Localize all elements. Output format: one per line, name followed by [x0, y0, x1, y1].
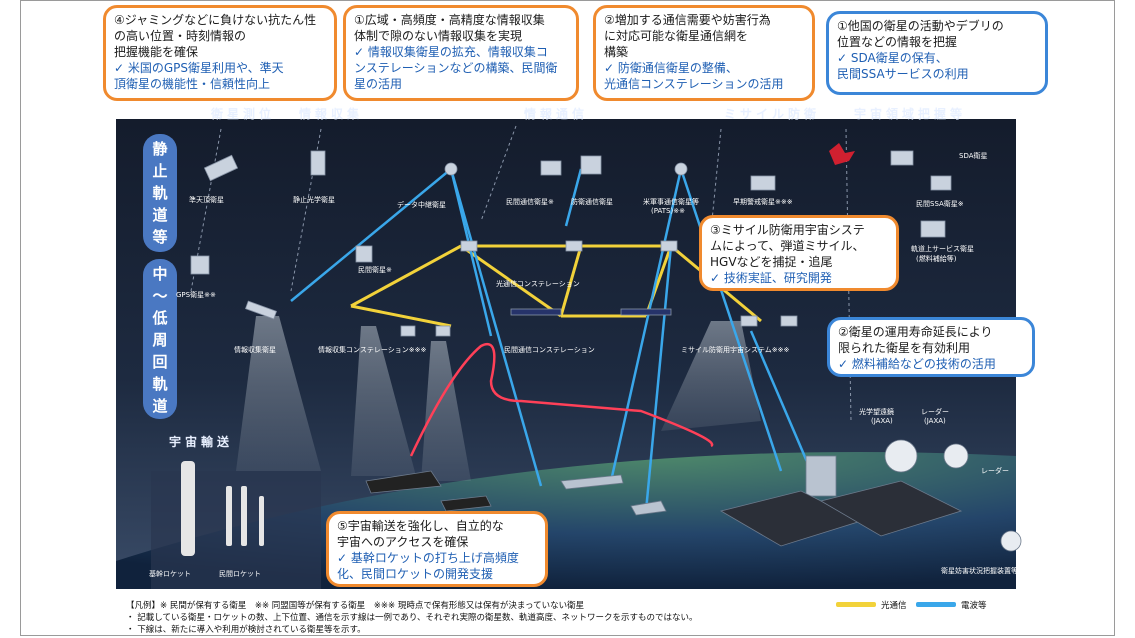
legend-swatch-optical — [836, 602, 876, 607]
legend-radio: 電波等 — [961, 601, 987, 611]
label-commercial-comm: 民間通信衛星※ — [506, 198, 554, 206]
category-comms: 情報通信 — [524, 107, 589, 121]
category-transport: 宇宙輸送 — [169, 435, 234, 449]
label-commercial-sat: 民間衛星※ — [358, 266, 392, 274]
radio-links — [290, 168, 813, 512]
category-ssa: 宇宙領域把握等 — [854, 107, 967, 121]
label-optical-constellation: 光通信コンステレーション — [496, 280, 580, 288]
callout-ssa: ①他国の衛星の活動やデブリの 位置などの情報を把握 ✓ SDA衛星の保有、 民間… — [826, 11, 1048, 95]
satellite-icons — [190, 150, 952, 337]
label-commercial-comm-constellation: 民間通信コンステレーション — [504, 346, 595, 354]
label-geo-optical: 静止光学衛星 — [293, 196, 335, 204]
callout-transport: ⑤宇宙輸送を強化し、自立的な 宇宙へのアクセスを確保 ✓ 基幹ロケットの打ち上げ… — [326, 511, 548, 587]
label-defense-comm: 防衛通信衛星 — [571, 198, 613, 206]
diagram-frame: 衛星測位 情報収集 情報通信 ミサイル防衛 宇宙領域把握等 宇宙輸送 静止軌道等… — [20, 0, 1115, 636]
label-sda: SDA衛星 — [959, 152, 988, 160]
label-jaxa-2: (JAXA) — [924, 417, 946, 425]
label-data-relay: データ中継衛星 — [397, 201, 446, 209]
callout-comms: ②増加する通信需要や妨害行為 に対応可能な衛星通信網を 構築 ✓ 防衛通信衛星の… — [593, 5, 815, 101]
ground-objects — [365, 439, 1022, 552]
legend-note-main: 【凡例】※ 民間が保有する衛星 ※※ 同盟国等が保有する衛星 ※※※ 現時点で保… — [126, 601, 585, 611]
label-early-warning: 早期警戒衛星※※※ — [733, 198, 793, 206]
category-intel: 情報収集 — [299, 107, 364, 121]
label-igs: 情報収集衛星 — [234, 346, 276, 354]
legend-note-2: ・ 記載している衛星・ロケットの数、上下位置、通信を示す線は一例であり、それぞれ… — [126, 613, 698, 623]
label-optical-telescope: 光学望遠鏡 — [859, 408, 894, 416]
callout-intel: ①広域・高頻度・高精度な情報収集 体制で隙のない情報収集を実現 ✓ 情報収集衛星… — [343, 5, 579, 101]
category-positioning: 衛星測位 — [211, 107, 276, 121]
callout-life-extension: ②衛星の運用寿命延長により 限られた衛星を有効利用 ✓ 燃料補給などの技術の活用 — [827, 317, 1035, 377]
debris-icon — [829, 143, 855, 165]
legend-swatch-radio — [916, 602, 956, 607]
label-jaxa-1: (JAXA) — [871, 417, 893, 425]
sensor-beams — [236, 316, 761, 481]
category-missile: ミサイル防衛 — [724, 107, 821, 121]
orbit-leo-pill: 中〜低周回軌道 — [143, 259, 177, 419]
label-orbital-service-sub: (燃料補給等) — [916, 255, 957, 263]
tracking-link — [409, 343, 714, 457]
legend-note-3: ・ 下線は、新たに導入や利用が検討されている衛星等を示す。 — [126, 625, 366, 635]
callout-positioning: ④ジャミングなどに負けない抗たん性 の高い位置・時刻情報の 把握機能を確保 ✓ … — [103, 5, 337, 101]
label-gps: GPS衛星※※ — [176, 291, 216, 299]
orbit-geo-pill: 静止軌道等 — [143, 134, 177, 252]
rockets — [181, 461, 264, 556]
label-pats: 米軍事通信衛星等 — [643, 198, 699, 206]
label-pats-sub: (PATS)※※ — [651, 207, 685, 215]
label-orbital-service: 軌道上サービス衛星 — [911, 245, 974, 253]
label-qzss: 準天頂衛星 — [189, 196, 224, 204]
label-missile-system: ミサイル防衛用宇宙システム※※※ — [681, 346, 790, 354]
label-private-rocket: 民間ロケット — [219, 570, 261, 578]
label-ssa-system: 衛星妨害状況把握装置等 — [941, 567, 1018, 575]
label-intel-constellation: 情報収集コンステレーション※※※ — [318, 346, 427, 354]
legend-optical: 光通信 — [881, 601, 907, 611]
callout-missile: ③ミサイル防衛用宇宙システ ムによって、弾道ミサイル、 HGVなどを捕捉・追尾 … — [699, 215, 899, 291]
label-radar-2: レーダー — [981, 467, 1009, 475]
label-radar: レーダー — [921, 408, 949, 416]
label-h-rocket: 基幹ロケット — [149, 570, 191, 578]
label-commercial-ssa: 民間SSA衛星※ — [916, 200, 964, 208]
